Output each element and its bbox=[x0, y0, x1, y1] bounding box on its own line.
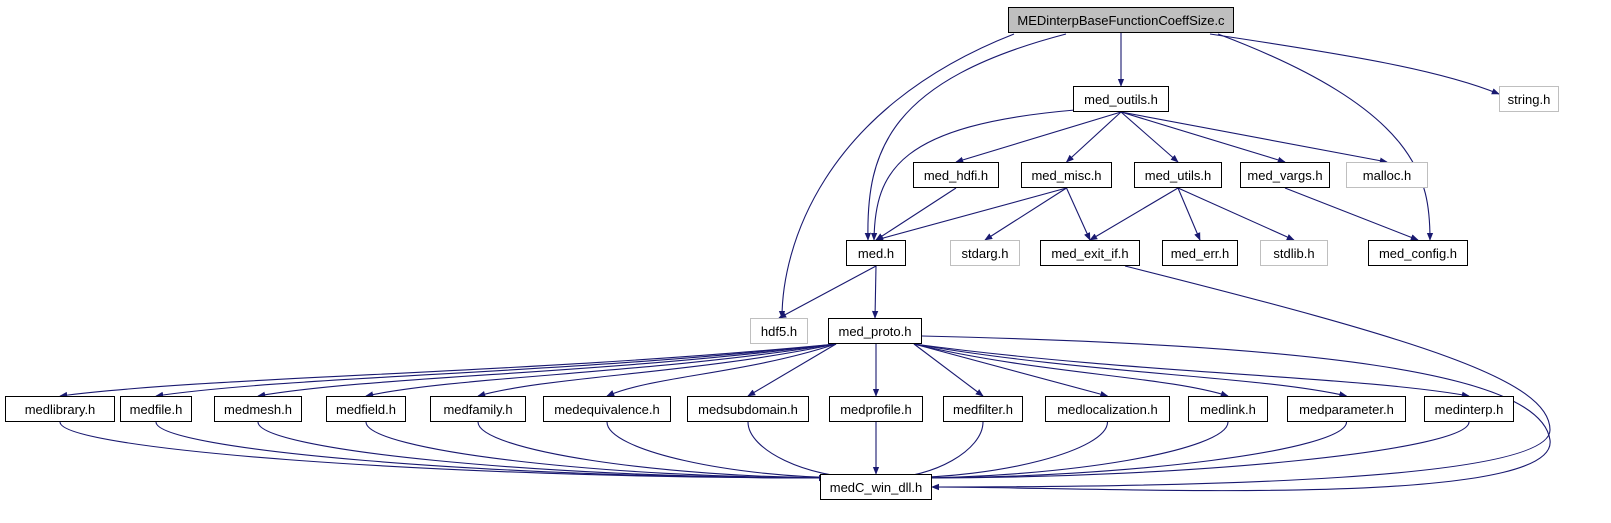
edge-med_utils-to-med_err bbox=[1177, 187, 1201, 241]
edge-med_proto-to-medfilter bbox=[913, 343, 984, 397]
node-med-outils-h[interactable]: med_outils.h bbox=[1073, 86, 1169, 112]
edge-med_proto-to-medsubdomain bbox=[747, 343, 837, 397]
node-med-utils-h[interactable]: med_utils.h bbox=[1134, 162, 1222, 188]
node-medc-win-dll-h[interactable]: medC_win_dll.h bbox=[820, 474, 932, 500]
edge-med_proto-to-medinterp bbox=[913, 343, 1470, 398]
edge-med_proto-to-medfile bbox=[155, 343, 837, 399]
edge-med_misc-to-med bbox=[875, 187, 1067, 242]
node-medinterp-h[interactable]: medinterp.h bbox=[1424, 396, 1514, 422]
node-stdarg-h: stdarg.h bbox=[950, 240, 1020, 266]
edge-medlink-to-medC_win_dll bbox=[903, 421, 1229, 482]
edge-medparameter-to-medC_win_dll bbox=[912, 421, 1348, 482]
node-med-vargs-h[interactable]: med_vargs.h bbox=[1240, 162, 1330, 188]
edge-med_hdfi-to-med bbox=[875, 187, 957, 241]
node-medfile-h[interactable]: medfile.h bbox=[120, 396, 192, 422]
edge-root-to-string bbox=[1209, 33, 1500, 95]
edge-med_outils-to-malloc bbox=[1120, 111, 1388, 164]
edge-med_proto-to-medfamily bbox=[477, 343, 837, 398]
edge-med_outils-to-med_misc bbox=[1065, 111, 1122, 163]
edge-med_utils-to-stdlib bbox=[1177, 187, 1295, 241]
edge-med_proto-to-medlibrary bbox=[59, 343, 837, 399]
node-medsubdomain-h[interactable]: medsubdomain.h bbox=[687, 396, 809, 422]
edge-root-to-hdf5 bbox=[778, 33, 1015, 319]
edge-med_outils-to-med bbox=[870, 109, 1076, 241]
edge-med-to-hdf5 bbox=[778, 265, 877, 319]
node-medmesh-h[interactable]: medmesh.h bbox=[214, 396, 302, 422]
edge-med-to-med_proto bbox=[871, 265, 879, 319]
node-medprofile-h[interactable]: medprofile.h bbox=[829, 396, 923, 422]
edge-med_misc-to-med_exit_if bbox=[1065, 187, 1091, 241]
node-malloc-h: malloc.h bbox=[1346, 162, 1428, 188]
node-medequivalence-h[interactable]: medequivalence.h bbox=[543, 396, 671, 422]
edge-med_proto-to-medfield bbox=[365, 343, 837, 398]
edge-medfield-to-medC_win_dll bbox=[365, 421, 836, 482]
node-stdlib-h: stdlib.h bbox=[1260, 240, 1328, 266]
edge-med_outils-to-med_utils bbox=[1120, 111, 1179, 163]
node-medlocalization-h[interactable]: medlocalization.h bbox=[1045, 396, 1170, 422]
edge-medequivalence-to-medC_win_dll bbox=[606, 421, 856, 482]
edge-medinterp-to-medC_win_dll bbox=[922, 421, 1470, 482]
node-medfield-h[interactable]: medfield.h bbox=[326, 396, 406, 422]
edge-med_proto-to-medC_win_dll bbox=[921, 335, 1551, 492]
node-medfilter-h[interactable]: medfilter.h bbox=[943, 396, 1023, 422]
node-medparameter-h[interactable]: medparameter.h bbox=[1287, 396, 1406, 422]
edge-medfamily-to-medC_win_dll bbox=[477, 421, 845, 482]
node-medlink-h[interactable]: medlink.h bbox=[1188, 396, 1268, 422]
edge-root-to-med bbox=[864, 33, 1067, 241]
edge-med_vargs-to-med_config bbox=[1284, 187, 1419, 241]
edge-med_misc-to-stdarg bbox=[984, 187, 1067, 241]
edge-medmesh-to-medC_win_dll bbox=[257, 421, 828, 482]
node-med-hdfi-h[interactable]: med_hdfi.h bbox=[913, 162, 999, 188]
node-medlibrary-h[interactable]: medlibrary.h bbox=[5, 396, 115, 422]
edge-med_outils-to-med_vargs bbox=[1120, 111, 1286, 163]
edge-med_outils-to-med_hdfi bbox=[955, 111, 1122, 163]
node-med-err-h[interactable]: med_err.h bbox=[1162, 240, 1238, 266]
node-med-exit-if-h[interactable]: med_exit_if.h bbox=[1040, 240, 1140, 266]
node-hdf5-h: hdf5.h bbox=[750, 318, 808, 344]
edge-med_proto-to-medlink bbox=[913, 343, 1229, 397]
node-medfamily-h[interactable]: medfamily.h bbox=[430, 396, 526, 422]
node-med-h[interactable]: med.h bbox=[846, 240, 906, 266]
edge-med_proto-to-medmesh bbox=[257, 343, 837, 398]
node-root-source-file: MEDinterpBaseFunctionCoeffSize.c bbox=[1008, 7, 1234, 33]
node-med-misc-h[interactable]: med_misc.h bbox=[1021, 162, 1112, 188]
edge-med_utils-to-med_exit_if bbox=[1089, 187, 1179, 241]
node-string-h: string.h bbox=[1499, 86, 1559, 112]
edge-medlocalization-to-medC_win_dll bbox=[893, 421, 1109, 482]
edge-med_proto-to-medequivalence bbox=[606, 343, 837, 397]
edge-root-to-med_config bbox=[1217, 33, 1434, 241]
edge-med_proto-to-medlocalization bbox=[913, 343, 1109, 398]
node-med-proto-h[interactable]: med_proto.h bbox=[828, 318, 922, 344]
edge-med_proto-to-medparameter bbox=[913, 343, 1348, 398]
edge-med_exit_if-to-medC_win_dll bbox=[931, 265, 1551, 491]
node-med-config-h[interactable]: med_config.h bbox=[1368, 240, 1468, 266]
